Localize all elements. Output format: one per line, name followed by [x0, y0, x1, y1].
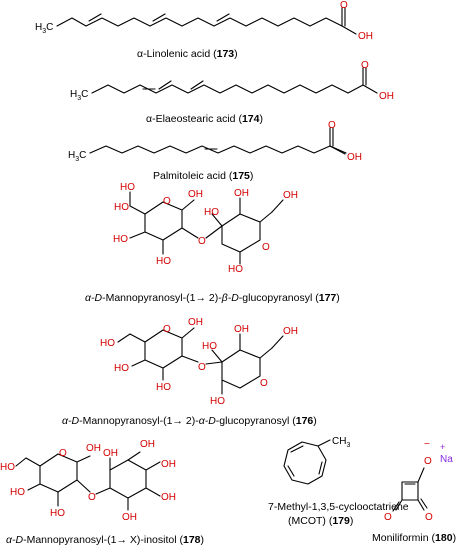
- carbonyl-oxygen: O: [328, 120, 336, 131]
- svg-text:O: O: [260, 378, 268, 389]
- caption-174: α-Elaeostearic acid (174): [146, 113, 263, 125]
- hydroxyl-label: OH: [379, 91, 394, 102]
- caption-180: Moniliformin (180): [372, 532, 456, 544]
- svg-text:HO: HO: [50, 508, 65, 519]
- svg-text:OH: OH: [103, 448, 118, 459]
- svg-text:OH: OH: [140, 439, 155, 450]
- svg-text:OH: OH: [188, 317, 203, 328]
- svg-text:HO: HO: [228, 264, 243, 275]
- caption-175: Palmitoleic acid (175): [153, 170, 253, 182]
- svg-text:O: O: [88, 492, 96, 503]
- svg-text:HO: HO: [120, 182, 135, 193]
- svg-text:HO: HO: [114, 363, 129, 374]
- caption-177: α-D-Mannopyranosyl-(1→ 2)-β-D-glucopyran…: [85, 292, 340, 304]
- sodium-label: Na: [440, 454, 453, 465]
- structure-176: O HO OH HO HO O O HO OH OH HO α-D-Mannop…: [62, 317, 317, 427]
- methyl-label: CH3: [332, 436, 350, 449]
- svg-text:OH: OH: [161, 459, 176, 470]
- svg-text:HO: HO: [114, 202, 129, 213]
- structure-174: H3C O OH α-Elaeostearic acid (174): [70, 60, 394, 125]
- svg-text:OH: OH: [188, 189, 203, 200]
- charge-minus: −: [424, 439, 430, 450]
- svg-text:O: O: [163, 324, 171, 335]
- svg-text:HO: HO: [156, 382, 171, 393]
- methyl-label: H3C: [35, 22, 53, 35]
- svg-text:O: O: [198, 362, 206, 373]
- svg-text:OH: OH: [283, 326, 298, 337]
- svg-text:HO: HO: [202, 341, 217, 352]
- svg-text:HO: HO: [100, 338, 115, 349]
- svg-text:O: O: [262, 242, 270, 253]
- carbonyl-oxygen: O: [361, 60, 369, 71]
- svg-text:OH: OH: [283, 190, 298, 201]
- svg-text:O: O: [424, 456, 432, 467]
- caption-176: α-D-Mannopyranosyl-(1→ 2)-α-D-glucopyran…: [62, 415, 317, 427]
- structure-177: O HO HO OH HO HO O O HO OH OH HO α-D-Man…: [85, 182, 340, 304]
- ring-oxygen: O: [163, 196, 171, 207]
- compound-number: 173: [217, 48, 235, 60]
- hydroxyl-label: OH: [358, 31, 373, 42]
- carbonyl-oxygen: O: [340, 0, 348, 11]
- methyl-label: H3C: [70, 89, 88, 102]
- svg-text:HO: HO: [0, 462, 15, 473]
- glycosidic-oxygen: O: [198, 236, 206, 247]
- svg-text:O: O: [425, 512, 433, 523]
- svg-text:OH: OH: [86, 443, 101, 454]
- hydroxyl-label: OH: [347, 152, 362, 163]
- structure-175: H3C O OH Palmitoleic acid (175): [68, 120, 362, 182]
- svg-text:HO: HO: [204, 207, 219, 218]
- charge-plus: +: [440, 442, 445, 452]
- svg-text:HO: HO: [10, 487, 25, 498]
- svg-text:OH: OH: [234, 188, 249, 199]
- caption-178: α-D-Mannopyranosyl-(1→ X)-inositol (178): [6, 534, 204, 546]
- compound-name: α-Linolenic acid: [137, 48, 210, 60]
- caption-179-line1: 7-Methyl-1,3,5-cycloocta­triene: [268, 501, 409, 513]
- svg-text:O: O: [59, 448, 67, 459]
- svg-text:HO: HO: [156, 256, 171, 267]
- svg-text:OH: OH: [234, 324, 249, 335]
- structure-179: CH3 7-Methyl-1,3,5-cycloocta­triene (MCO…: [268, 436, 409, 527]
- svg-text:HO: HO: [210, 396, 225, 407]
- caption-179-line2: (MCOT) (179): [288, 515, 353, 527]
- svg-text:HO: HO: [113, 234, 128, 245]
- svg-text:O: O: [384, 512, 392, 523]
- methyl-label: H3C: [68, 150, 86, 163]
- structure-173: H3C O OH α-Linolenic acid (173): [35, 0, 373, 60]
- caption-173: α-Linolenic acid (173): [137, 48, 238, 60]
- svg-text:OH: OH: [122, 512, 137, 523]
- structure-178: O HO OH HO HO O OH OH OH OH OH α-D-Manno…: [0, 439, 204, 546]
- structure-180: O − + Na O O Moniliformin (180): [372, 439, 456, 544]
- svg-text:OH: OH: [161, 492, 176, 503]
